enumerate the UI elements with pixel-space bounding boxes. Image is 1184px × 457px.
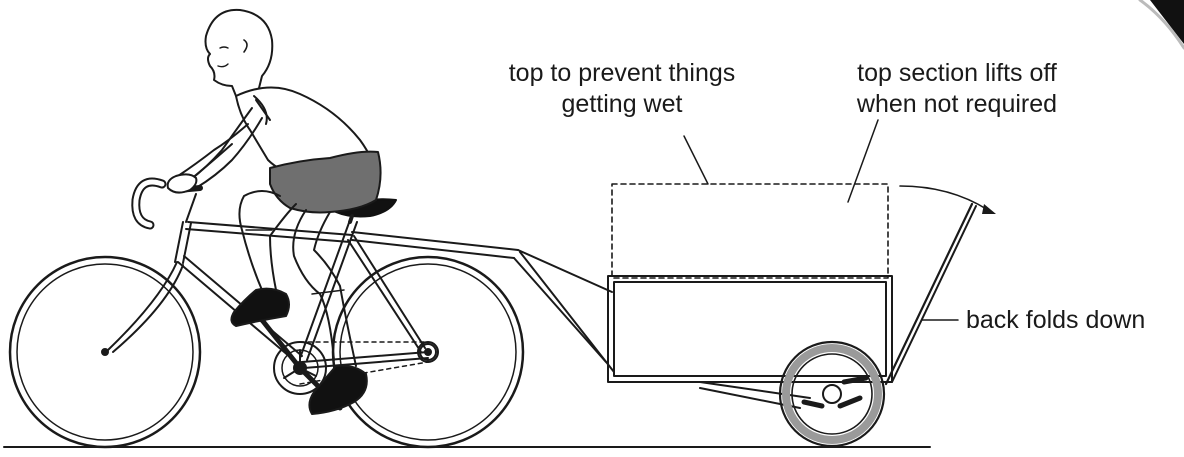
leader-top: [684, 136, 708, 184]
front-wheel: [10, 257, 200, 447]
label-top-section-lifts-off: top section lifts off when not required: [832, 58, 1082, 120]
trailer-lid-dashed: [612, 184, 888, 278]
label-top-line2: getting wet: [472, 89, 772, 120]
label-lift-line1: top section lifts off: [832, 58, 1082, 89]
rider-head: [206, 10, 273, 96]
trailer: [608, 184, 996, 446]
label-top-prevent-wet: top to prevent things getting wet: [472, 58, 772, 120]
label-lift-line2: when not required: [832, 89, 1082, 120]
tow-bar: [352, 232, 614, 372]
leader-lift: [848, 120, 878, 202]
trailer-wheel: [780, 342, 884, 446]
label-back-folds-down: back folds down: [966, 305, 1145, 336]
rider-shoe-back: [231, 289, 289, 326]
corner-mark: [1150, 0, 1184, 44]
trailer-back-flap: [886, 204, 976, 384]
label-top-line1: top to prevent things: [472, 58, 772, 89]
trailer-box: [608, 276, 892, 382]
